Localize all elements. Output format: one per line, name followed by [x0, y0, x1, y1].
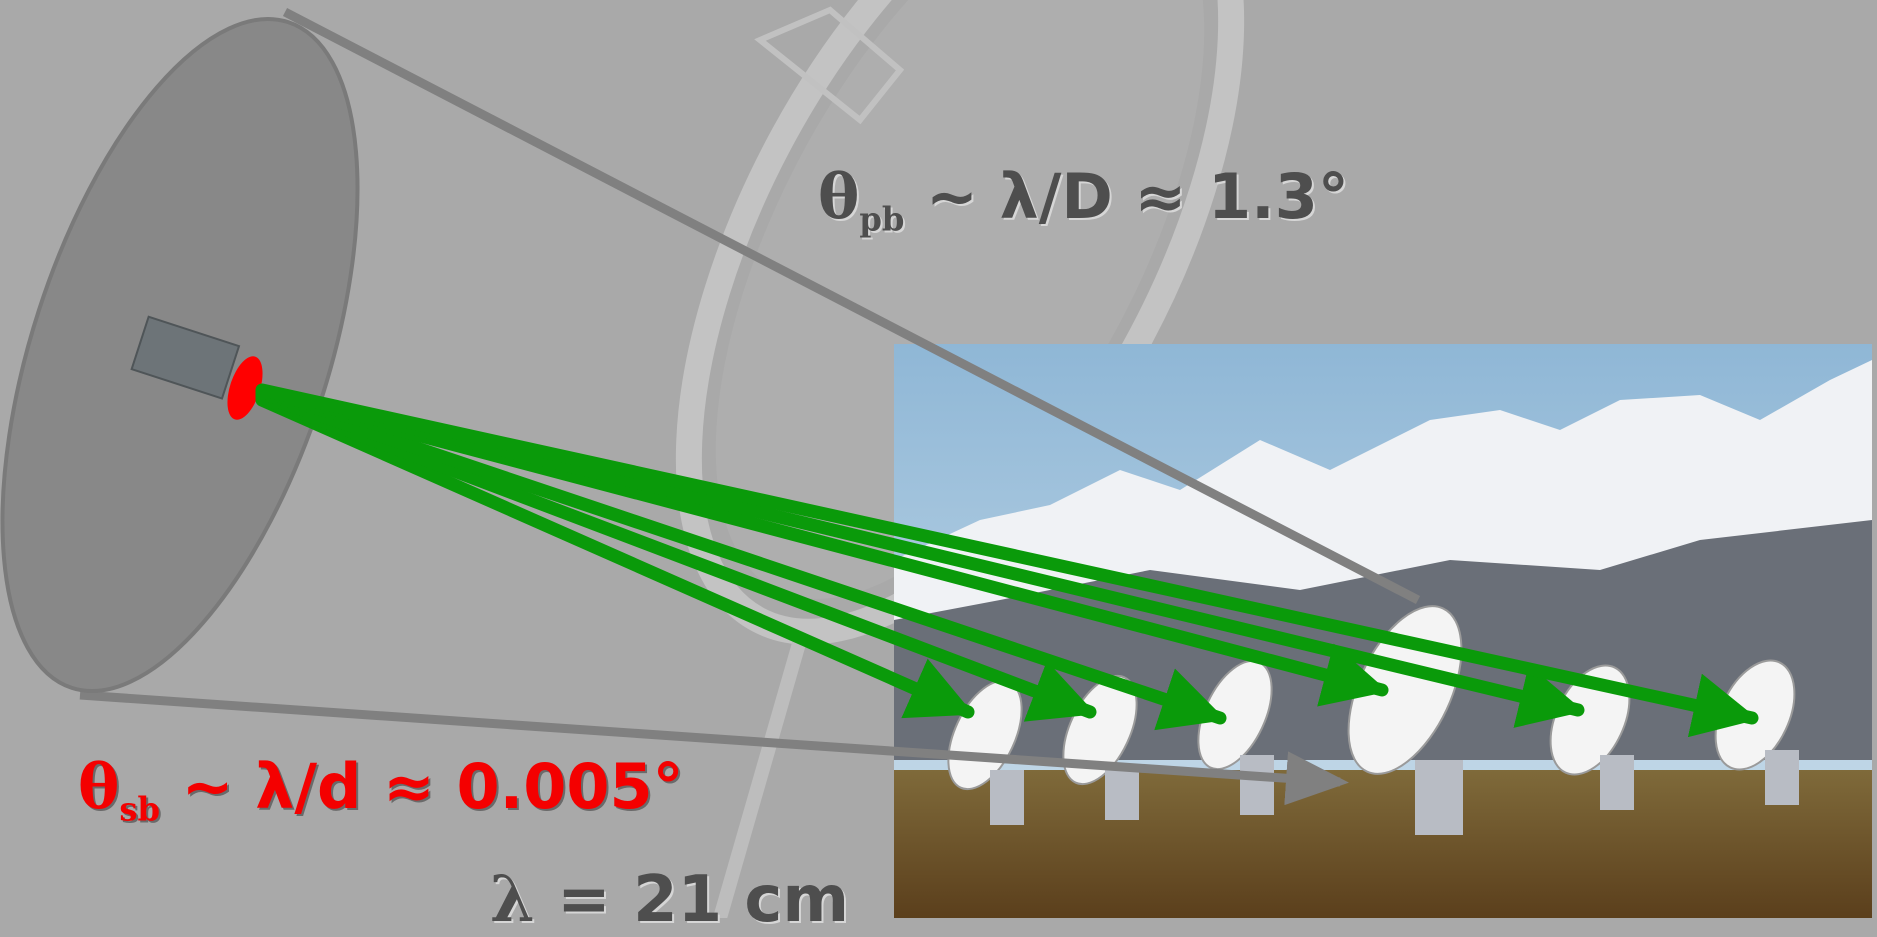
array-beam-diagram: [0, 0, 1872, 918]
synthesized-beam-expression: ~ λ/d ≈ 0.005°: [160, 750, 684, 823]
beam-arrow-3: [255, 389, 1227, 731]
wavelength-expression: = 21 cm: [534, 863, 850, 937]
synthesized-beam-formula: θsb ~ λ/d ≈ 0.005°: [78, 750, 684, 828]
beam-arrow-1: [255, 393, 975, 719]
synthesized-beam-symbol: θ: [78, 750, 120, 823]
primary-beam-symbol: θ: [818, 160, 860, 233]
primary-beam-expression: ~ λ/D ≈ 1.3°: [904, 160, 1349, 233]
beam-arrow-6: [255, 383, 1759, 738]
primary-beam-subscript: pb: [859, 200, 905, 239]
primary-beam-formula: θpb ~ λ/D ≈ 1.3°: [818, 160, 1349, 238]
synthesized-beam-focus: [227, 356, 263, 420]
beam-arrow-2: [255, 391, 1097, 722]
beam-arrow-5: [255, 385, 1585, 728]
wavelength-label: λ = 21 cm: [490, 862, 849, 937]
wavelength-symbol: λ: [490, 862, 535, 937]
synthesized-beams: [255, 383, 1759, 738]
antenna-feed-icon: [130, 315, 263, 420]
synthesized-beam-subscript: sb: [119, 790, 161, 829]
